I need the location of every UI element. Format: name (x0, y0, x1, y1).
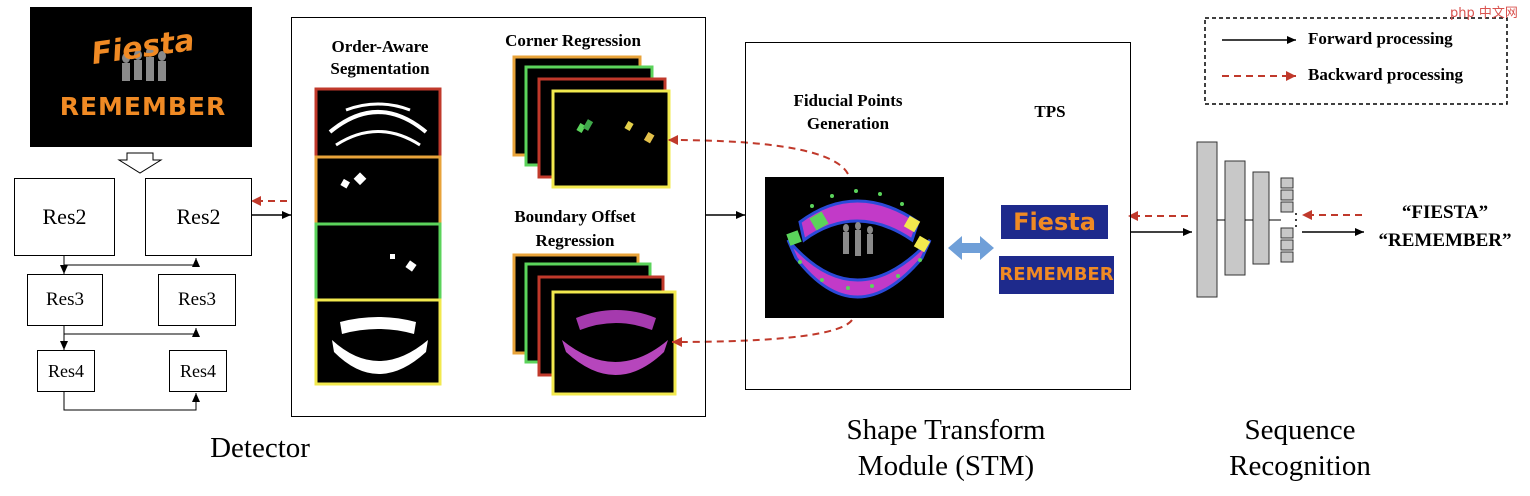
stm-frame (745, 42, 1131, 390)
legend-backward-label: Backward processing (1308, 65, 1464, 84)
recognition-caption-line1: Sequence (1244, 414, 1356, 446)
segmentation-title-line2: Segmentation (330, 59, 430, 78)
fiducial-points-image (765, 177, 944, 318)
heads-frame (291, 17, 706, 417)
detector-connections (60, 256, 200, 411)
recognition-network (1196, 141, 1294, 298)
stm-caption-line1: Shape Transform (846, 414, 1046, 446)
rectified-word-fiesta: Fiesta (1013, 208, 1096, 236)
recognition-caption-line2: Recognition (1229, 450, 1371, 482)
detector-caption: Detector (210, 432, 310, 464)
recognition-dots (1295, 213, 1297, 227)
legend-forward-label: Forward processing (1308, 29, 1453, 48)
fiducial-title-line2: Generation (806, 114, 890, 133)
res3-right: Res3 (158, 274, 236, 326)
output-remember: “REMEMBER” (1378, 230, 1512, 251)
silhouette-figures (122, 47, 166, 81)
fiducial-to-boundary-backward-arrow (671, 319, 853, 347)
legend-box (1204, 17, 1508, 105)
res4-left: Res4 (37, 350, 95, 392)
segmentation-tiles (314, 87, 442, 386)
watermark: php 中文网 (1450, 6, 1518, 21)
rectified-word-bg-2 (999, 256, 1114, 294)
res4-right: Res4 (169, 350, 227, 392)
res2-right: Res2 (145, 178, 252, 256)
fiducial-to-corner-backward-arrow (667, 135, 849, 175)
boundary-title-line2: Regression (535, 231, 615, 250)
fiducial-title-line1: Fiducial Points (793, 91, 903, 110)
tps-title: TPS (1034, 102, 1066, 121)
res3-left: Res3 (27, 274, 103, 326)
output-fiesta: “FIESTA” (1401, 202, 1489, 223)
boundary-regression-stack (512, 253, 677, 396)
rectified-word-bg-1 (1001, 205, 1108, 239)
input-text-remember: REMEMBER (59, 92, 227, 121)
segmentation-title-line1: Order-Aware (331, 37, 429, 56)
double-arrow (948, 236, 994, 260)
stm-caption-line2: Module (STM) (857, 450, 1035, 482)
hollow-down-arrow (117, 152, 163, 174)
res2-left: Res2 (14, 178, 115, 256)
boundary-title-line1: Boundary Offset (514, 207, 636, 226)
corner-title: Corner Regression (505, 31, 641, 50)
corner-regression-stack (512, 55, 671, 189)
detector-frame (12, 176, 252, 177)
rectified-word-remember: REMEMBER (999, 264, 1114, 285)
